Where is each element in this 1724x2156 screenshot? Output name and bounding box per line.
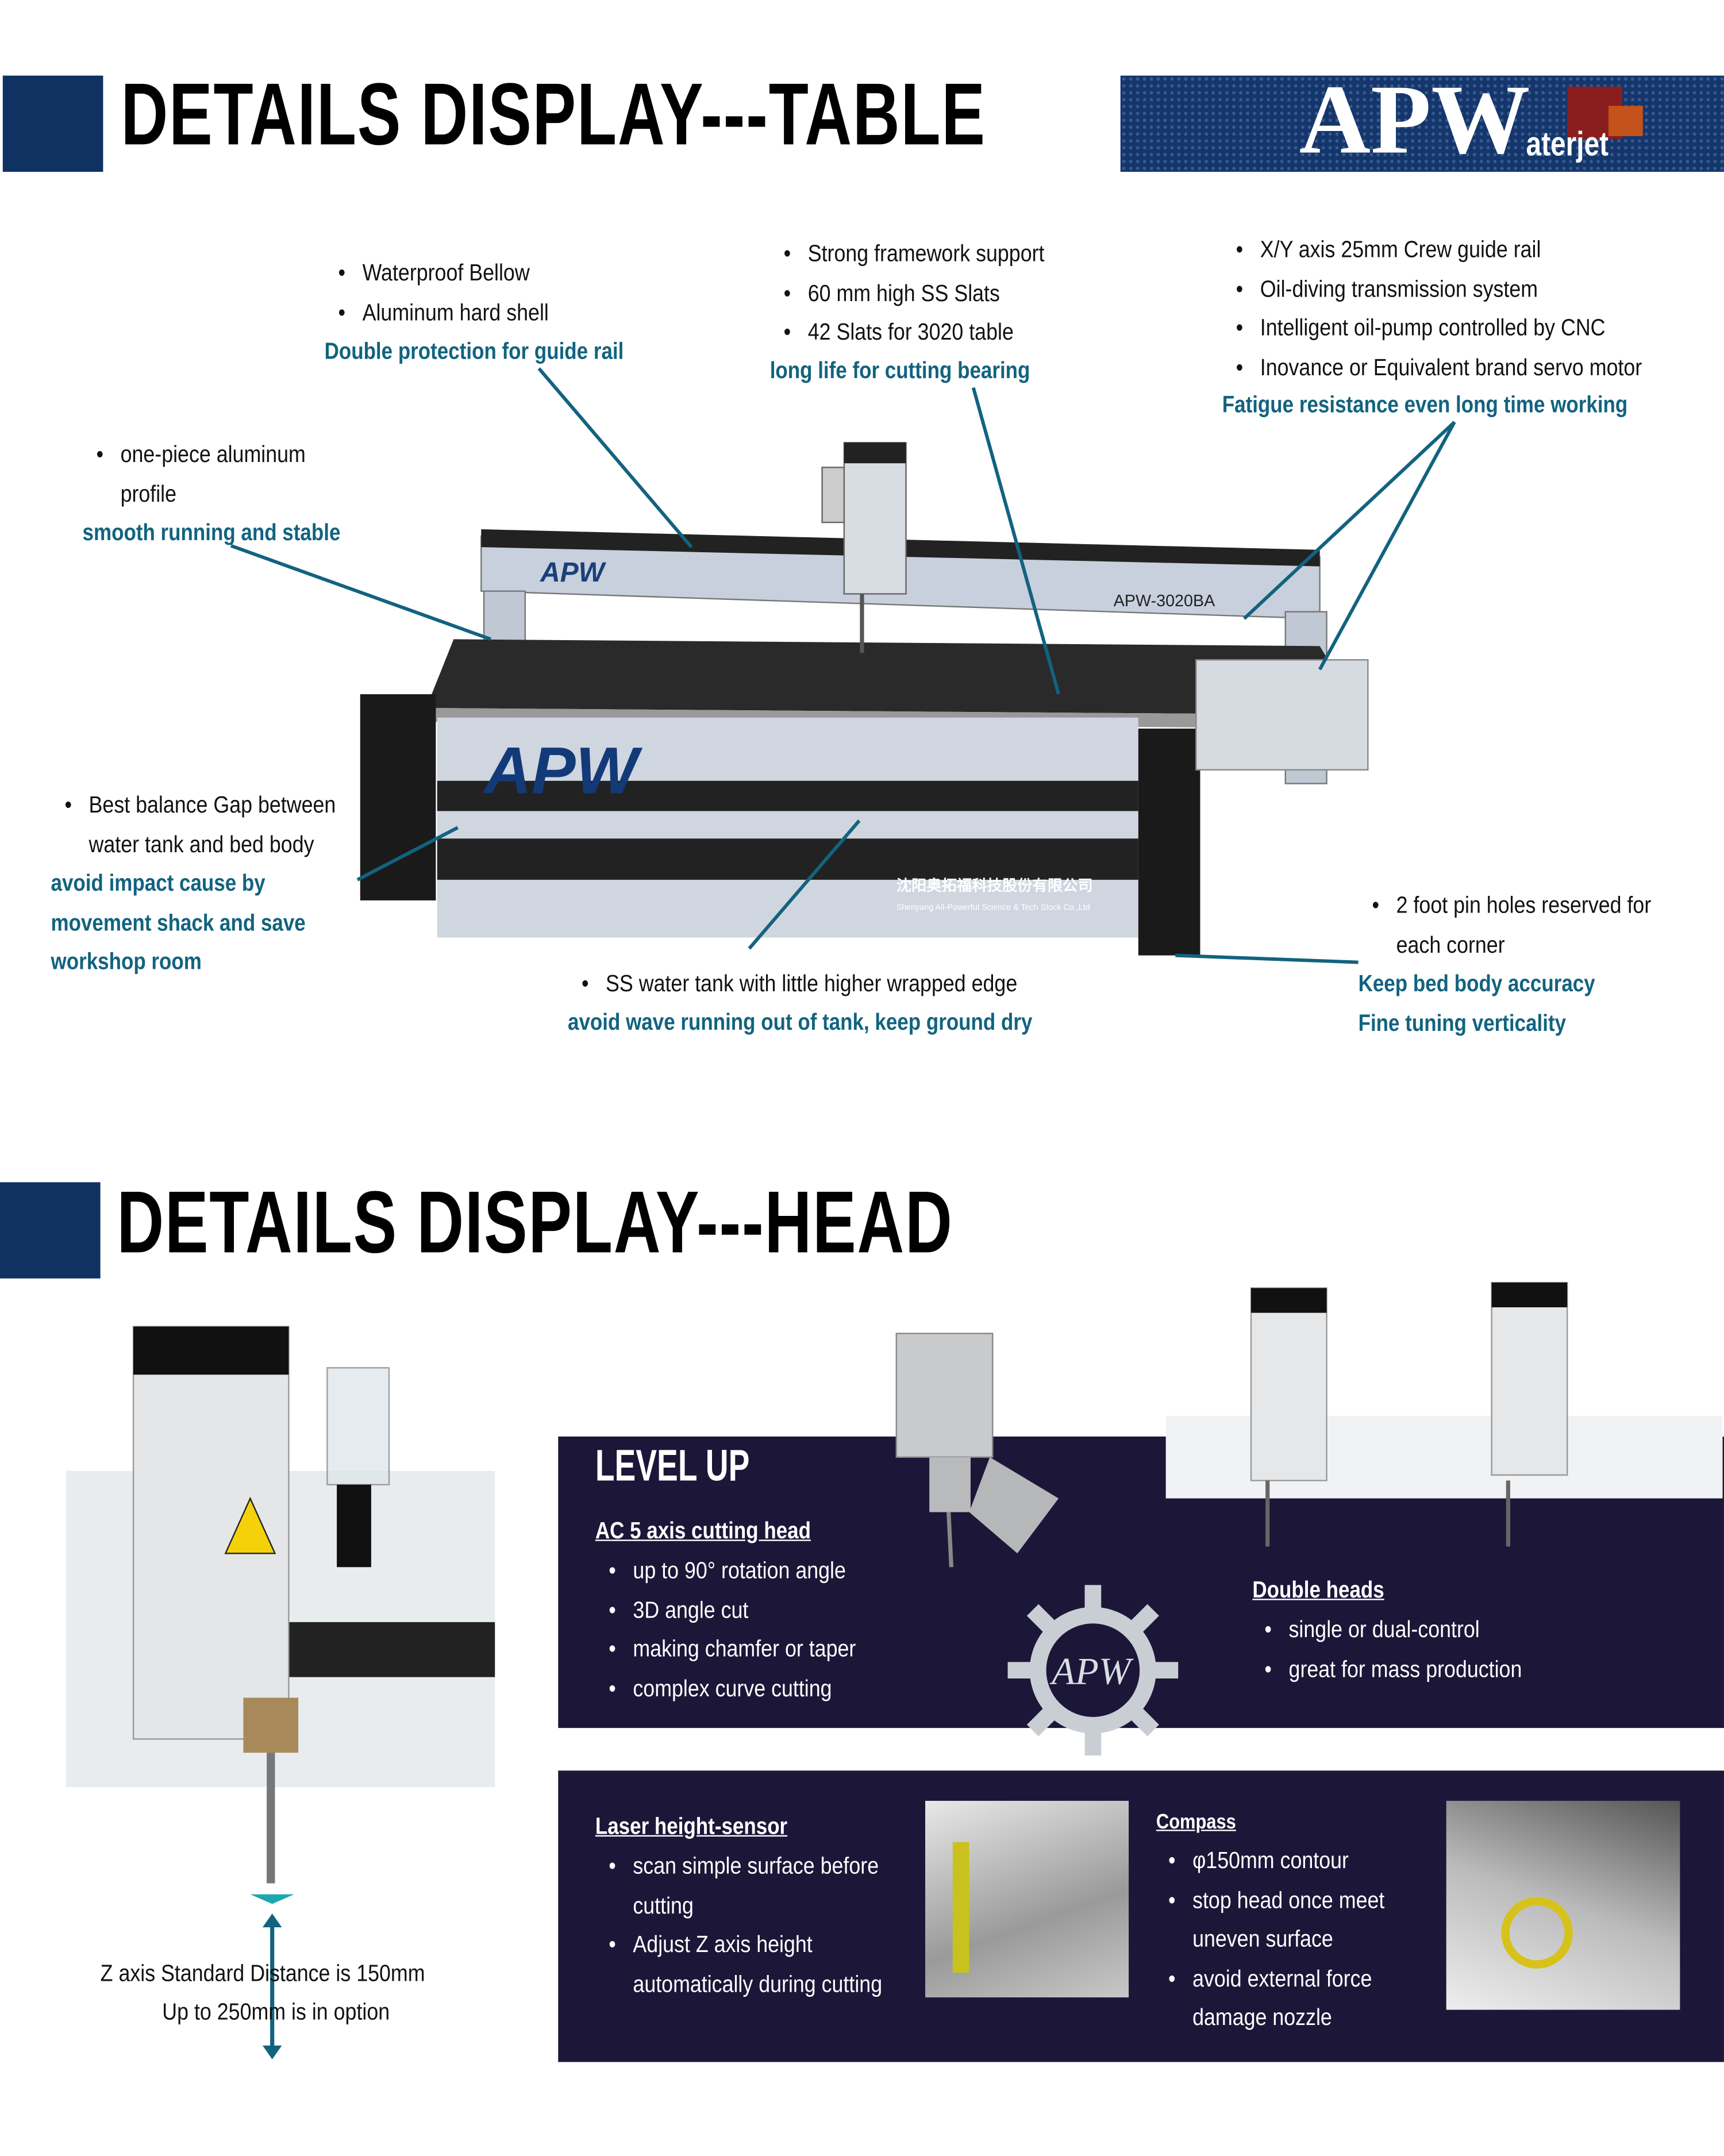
text-item: Adjust Z axis height (597, 1926, 882, 1965)
text-item: Oil-diving transmission system (1236, 270, 1642, 309)
text-item: long life for cutting bearing (769, 357, 1030, 384)
callout-framework: Strong framework support60 mm high SS Sl… (784, 235, 1045, 353)
text-item: aterjet (1526, 125, 1609, 164)
text-item: uneven surface (1192, 1926, 1333, 1953)
text-item: great for mass production (1252, 1650, 1522, 1689)
text-item: each corner (1396, 931, 1505, 958)
page-title-head: DETAILS DISPLAY---HEAD (117, 1172, 953, 1272)
text-item: 3D angle cut (597, 1591, 856, 1630)
callout-transmission: X/Y axis 25mm Crew guide railOil-diving … (1236, 231, 1642, 388)
compass-heading: Compass (1156, 1810, 1236, 1834)
z-axis-option: Up to 250mm is in option (162, 1999, 390, 2025)
machine-tank-logo: APW (482, 734, 643, 807)
compass-list: φ150mm contour stop head once meet uneven… (1156, 1842, 1384, 2038)
machine-brand: APW (540, 557, 606, 588)
text-item: smooth running and stable (82, 519, 341, 546)
text-item: one-piece aluminum (96, 436, 305, 475)
ac5-list: up to 90° rotation angle3D angle cutmaki… (597, 1552, 856, 1709)
section-marker (2, 75, 103, 172)
text-item: Waterproof Bellow (338, 255, 549, 294)
text-item: scan simple surface before (597, 1847, 882, 1886)
apw-gear-logo: APW (1007, 1585, 1179, 1755)
machine-model: APW-3020BA (1114, 592, 1215, 610)
callout-aluminum-profile: one-piece aluminum profile (96, 436, 305, 514)
text-item: workshop room (51, 948, 202, 975)
text-item: APW (1299, 75, 1530, 172)
text-item: complex curve cutting (597, 1669, 856, 1708)
text-item: 2 foot pin holes reserved for (1372, 887, 1652, 926)
text-item: 60 mm high SS Slats (784, 274, 1045, 313)
callout-foot-pins: 2 foot pin holes reserved for each corner (1372, 887, 1652, 965)
text-item: profile (120, 480, 177, 507)
text-item: Double protection for guide rail (324, 338, 624, 364)
text-item: 42 Slats for 3020 table (784, 313, 1045, 352)
waterjet-table-illustration: APW APW APW-3020BA 沈阳奥拓福科技股份有限公司 Shenyan… (230, 367, 1456, 964)
text-item: avoid wave running out of tank, keep gro… (568, 1008, 1033, 1035)
text-item: damage nozzle (1192, 2004, 1332, 2031)
apw-waterjet-logo: APW aterjet (1120, 75, 1724, 172)
callout-guide-rail: Waterproof BellowAluminum hard shell (338, 255, 549, 333)
text-item: stop head once meet (1156, 1881, 1384, 1920)
text-item: single or dual-control (1252, 1611, 1522, 1650)
laser-sensor-photo (925, 1800, 1129, 1998)
text-item: avoid external force (1156, 1959, 1384, 1999)
callout-arrows (230, 367, 1456, 964)
text-item: avoid impact cause by (51, 870, 265, 896)
section-marker (0, 1182, 101, 1279)
text-item: Inovance or Equivalent brand servo motor (1236, 348, 1642, 387)
text-item: APW (1049, 1650, 1134, 1693)
double-heads-list: single or dual-controlgreat for mass pro… (1252, 1611, 1522, 1689)
callout-water-tank: SS water tank with little higher wrapped… (582, 965, 1017, 1004)
text-item: SS water tank with little higher wrapped… (582, 965, 1017, 1004)
text-item: making chamfer or taper (597, 1630, 856, 1669)
text-item: Best balance Gap between (64, 786, 336, 825)
text-item: cutting (633, 1892, 694, 1919)
compass-photo (1446, 1800, 1680, 2010)
text-item: water tank and bed body (88, 831, 314, 857)
text-item: Fatigue resistance even long time workin… (1222, 391, 1628, 418)
level-up-title: LEVEL UP (595, 1441, 750, 1491)
double-heads-heading: Double heads (1252, 1576, 1384, 1603)
text-item: automatically during cutting (633, 1970, 883, 1997)
ac5-heading: AC 5 axis cutting head (595, 1518, 811, 1544)
text-item: Intelligent oil-pump controlled by CNC (1236, 309, 1642, 348)
callout-gap: Best balance Gap between water tank and b… (64, 786, 336, 864)
laser-heading: Laser height-sensor (595, 1813, 788, 1839)
machine-company-en: Shenyang All-Powerful Science & Tech Sto… (896, 903, 1090, 913)
text-item: Strong framework support (784, 235, 1045, 274)
z-axis-caption: Z axis Standard Distance is 150mm (100, 1960, 425, 1986)
text-item: Fine tuning verticality (1358, 1010, 1567, 1036)
text-item: X/Y axis 25mm Crew guide rail (1236, 231, 1642, 270)
text-item: Keep bed body accuracy (1358, 970, 1595, 997)
machine-company-cn: 沈阳奥拓福科技股份有限公司 (896, 877, 1093, 894)
text-item: movement shack and save (51, 909, 306, 935)
text-item: up to 90° rotation angle (597, 1552, 856, 1591)
page-title-table: DETAILS DISPLAY---TABLE (121, 64, 986, 164)
laser-list: scan simple surface before cutting Adjust… (597, 1847, 882, 2004)
text-item: φ150mm contour (1156, 1842, 1384, 1881)
text-item: Aluminum hard shell (338, 294, 549, 333)
